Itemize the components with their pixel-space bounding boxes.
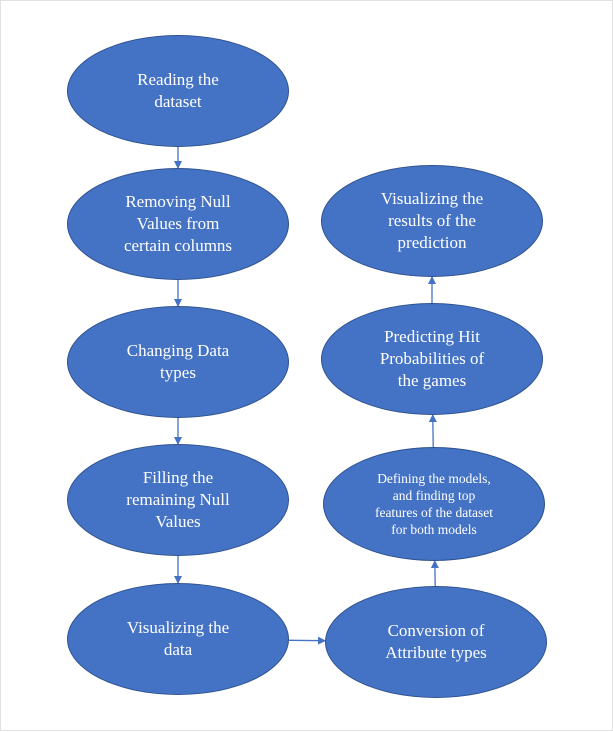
node-visualizing-data: Visualizing the data xyxy=(67,583,289,695)
node-defining-models: Defining the models, and finding top fea… xyxy=(323,447,545,561)
node-filling-null-values: Filling the remaining Null Values xyxy=(67,444,289,556)
node-visualizing-results: Visualizing the results of the predictio… xyxy=(321,165,543,277)
node-removing-null-values: Removing Null Values from certain column… xyxy=(67,168,289,280)
node-reading-dataset: Reading the dataset xyxy=(67,35,289,147)
node-conversion-attribute-types: Conversion of Attribute types xyxy=(325,586,547,698)
node-changing-data-types: Changing Data types xyxy=(67,306,289,418)
node-predicting-hit-probabilities: Predicting Hit Probabilities of the game… xyxy=(321,303,543,415)
